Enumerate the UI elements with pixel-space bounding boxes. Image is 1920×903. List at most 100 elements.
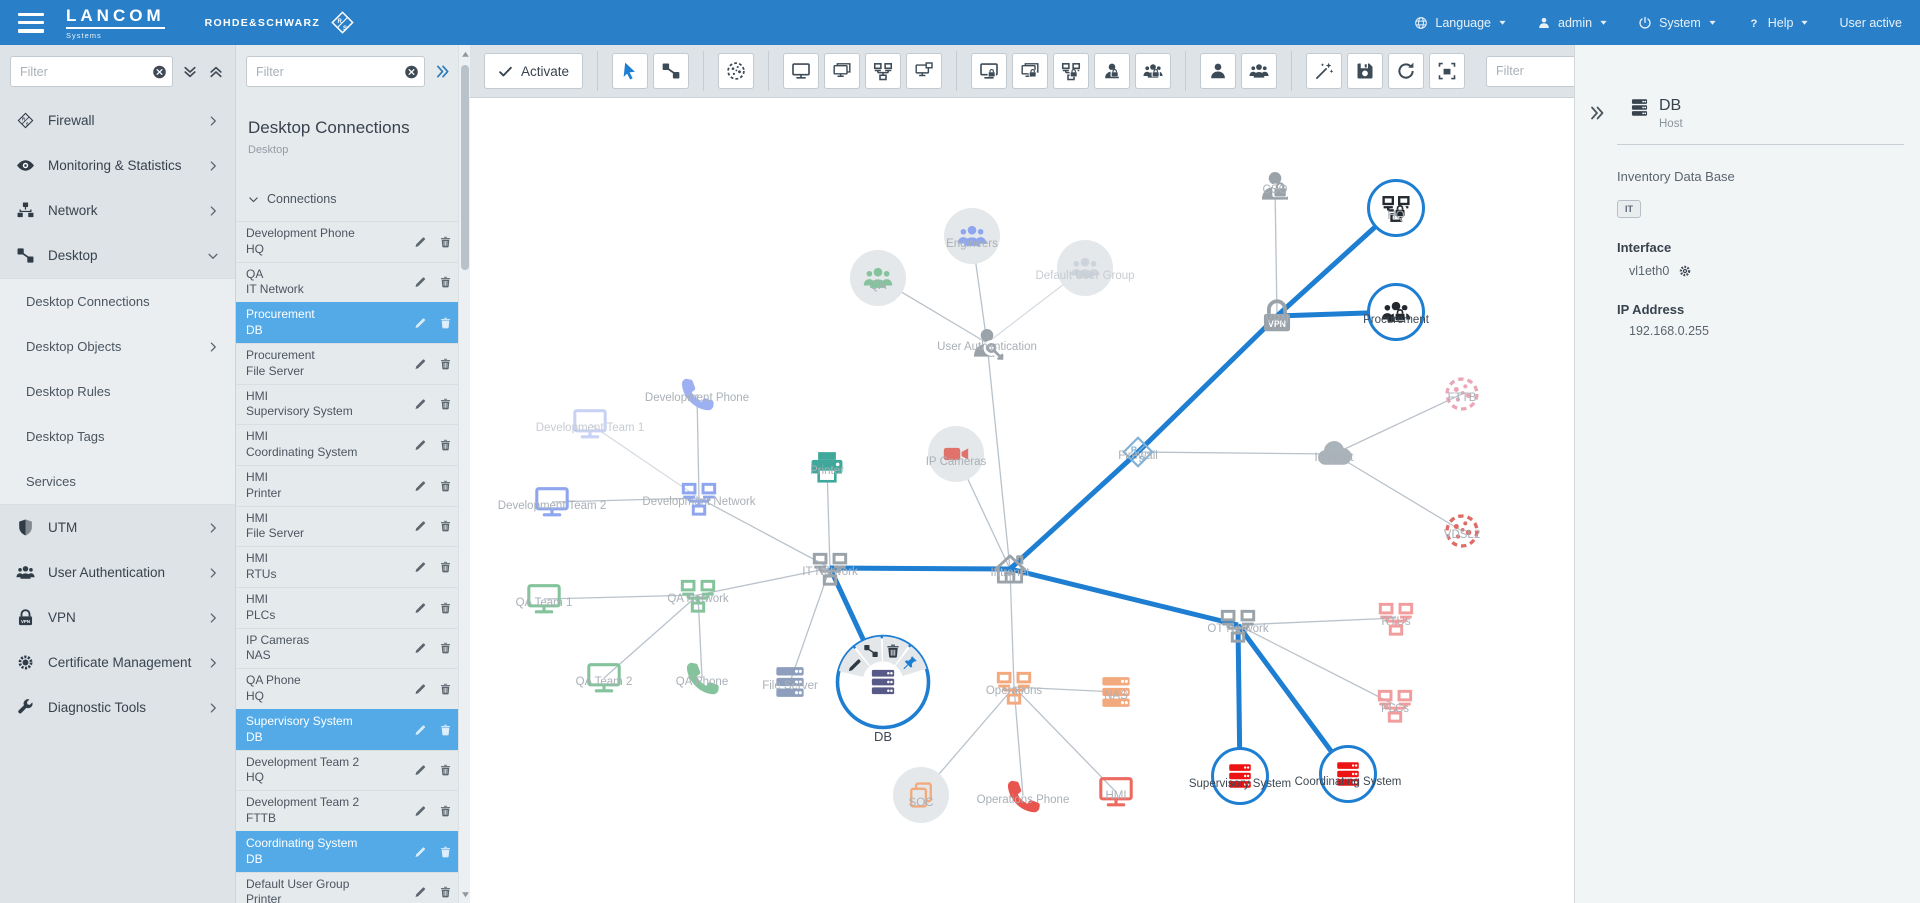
node-default-user-group[interactable]: Default User Group — [1035, 240, 1135, 296]
sidebar-item-monitoring[interactable]: Monitoring & Statistics — [0, 143, 235, 188]
node-development-team-1[interactable]: Development Team 1 — [536, 405, 644, 443]
gear-icon[interactable] — [1676, 262, 1694, 280]
node-soc[interactable]: SOC — [893, 767, 949, 823]
edit-connection-icon[interactable] — [412, 437, 429, 454]
vpn-user-group-tool[interactable] — [1135, 53, 1172, 89]
sidebar-item-services[interactable]: Services — [0, 459, 235, 504]
edge-qa-phone-qa-network[interactable] — [697, 594, 703, 679]
node-qa[interactable]: QA — [850, 250, 906, 306]
node-intranet[interactable]: Intranet — [991, 550, 1030, 588]
edge-it-network-intranet[interactable] — [829, 565, 1011, 572]
edge-cso-vpn[interactable] — [1274, 185, 1278, 317]
scrollbar-thumb[interactable] — [461, 65, 469, 270]
node-db[interactable]: DB — [833, 632, 933, 744]
delete-connection-icon[interactable] — [437, 803, 454, 820]
node-nas[interactable]: NAS — [1097, 673, 1135, 711]
delete-connection-icon[interactable] — [437, 599, 454, 616]
edge-development-phone-development-network[interactable] — [696, 393, 700, 499]
edge-firewall-vpn[interactable] — [1136, 314, 1279, 454]
edge-internet-vdsl2[interactable] — [1333, 453, 1463, 532]
edge-operations-operations-phone[interactable] — [1013, 686, 1024, 797]
delete-connection-icon[interactable] — [437, 681, 454, 698]
sidebar-filter-input[interactable] — [10, 56, 173, 87]
delete-connection-icon[interactable] — [437, 274, 454, 291]
delete-connection-icon[interactable] — [437, 559, 454, 576]
edge-operations-hmi[interactable] — [1013, 686, 1117, 793]
node-development-team-2[interactable]: Development Team 2 — [498, 483, 606, 521]
reset-layout-button[interactable] — [1388, 53, 1425, 89]
user-group-tool[interactable] — [1241, 53, 1278, 89]
edge-ot-network-plcs[interactable] — [1237, 624, 1396, 706]
edit-connection-icon[interactable] — [412, 355, 429, 372]
sidebar-item-desktop-tags[interactable]: Desktop Tags — [0, 414, 235, 459]
collapse-all-icon[interactable] — [207, 63, 225, 81]
node-engineers[interactable]: Engineers — [944, 208, 1000, 264]
edit-connection-icon[interactable] — [412, 274, 429, 291]
network-tool[interactable] — [865, 53, 902, 89]
node-fttb[interactable]: FTTB — [1443, 375, 1481, 413]
vpn-host-group-tool[interactable] — [1012, 53, 1049, 89]
sidebar-item-certificate-management[interactable]: Certificate Management — [0, 640, 235, 685]
node-ot-network[interactable]: OT Network — [1207, 606, 1269, 644]
edit-connection-icon[interactable] — [412, 599, 429, 616]
edit-connection-icon[interactable] — [412, 681, 429, 698]
node-development-phone[interactable]: Development Phone — [645, 375, 749, 413]
menu-help[interactable]: ?Help — [1747, 16, 1810, 30]
edge-intranet-firewall[interactable] — [1008, 450, 1140, 571]
edge-ot-network-coordinating-system[interactable] — [1235, 623, 1351, 776]
node-file-server[interactable]: File Server — [762, 663, 818, 701]
node-plcs[interactable]: PLCs — [1376, 686, 1414, 724]
edge-intranet-operations[interactable] — [1009, 568, 1015, 688]
delete-connection-icon[interactable] — [437, 477, 454, 494]
edit-connection-icon[interactable] — [412, 315, 429, 332]
node-coordinating-system[interactable]: Coordinating System — [1295, 745, 1401, 803]
clear-filter-icon[interactable] — [152, 64, 167, 79]
collapse-details-icon[interactable] — [1589, 105, 1605, 121]
node-procurement[interactable]: Procurement — [1363, 283, 1429, 341]
node-ip-cameras[interactable]: IP Cameras — [926, 426, 986, 482]
delete-node-button[interactable] — [885, 643, 901, 659]
auto-layout-button[interactable] — [1306, 53, 1343, 89]
delete-connection-icon[interactable] — [437, 721, 454, 738]
host-group-tool[interactable] — [824, 53, 861, 89]
node-hmi[interactable]: HMI — [1097, 773, 1135, 811]
node-user-authentication[interactable]: User Authentication — [937, 324, 1037, 362]
delete-connection-icon[interactable] — [437, 437, 454, 454]
sidebar-item-diagnostic-tools[interactable]: Diagnostic Tools — [0, 685, 235, 730]
node-vdsl2[interactable]: VDSL2 — [1443, 512, 1481, 550]
edit-connection-icon[interactable] — [412, 803, 429, 820]
edit-node-button[interactable] — [847, 657, 863, 673]
node-rtus[interactable]: RTUs — [1377, 599, 1415, 637]
pin-node-button[interactable] — [902, 655, 918, 671]
expand-all-icon[interactable] — [181, 63, 199, 81]
edit-connection-icon[interactable] — [412, 396, 429, 413]
node-development-network[interactable]: Development Network — [642, 479, 756, 517]
edit-connection-icon[interactable] — [412, 518, 429, 535]
edit-connection-icon[interactable] — [412, 843, 429, 860]
user-tool[interactable] — [1200, 53, 1237, 89]
edit-connection-icon[interactable] — [412, 233, 429, 250]
edge-file-server-it-network[interactable] — [789, 567, 831, 683]
edit-connection-icon[interactable] — [412, 559, 429, 576]
edge-qa-network-it-network[interactable] — [697, 567, 831, 596]
clear-filter-icon[interactable] — [404, 64, 419, 79]
edge-development-team-2-development-network[interactable] — [551, 497, 700, 503]
edge-internet-fttb[interactable] — [1333, 393, 1463, 455]
sidebar-item-desktop-connections[interactable]: Desktop Connections — [0, 279, 235, 324]
menu-system[interactable]: System — [1638, 16, 1717, 30]
node-it-network[interactable]: IT Network — [802, 549, 858, 587]
